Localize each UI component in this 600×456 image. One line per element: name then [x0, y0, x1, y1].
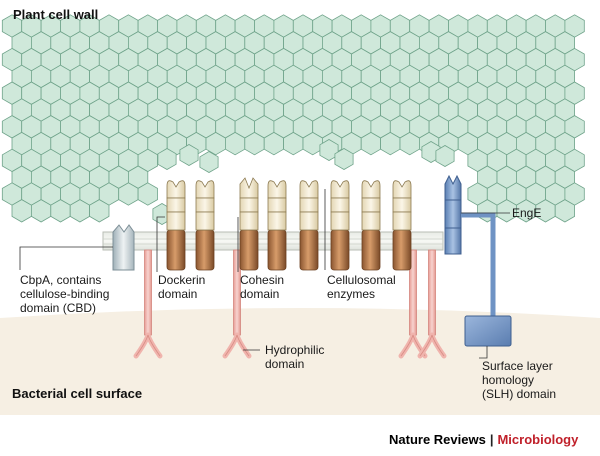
cohesin: [195, 229, 215, 271]
hydrophilic-anchors: [133, 249, 447, 359]
loose-cellulose-hexagon: [179, 144, 199, 166]
cohesin: [361, 229, 381, 271]
hydrophilic-domain: [133, 249, 163, 359]
loose-cellulose-hexagon: [435, 145, 455, 167]
cellulosomal-enzyme: [330, 180, 350, 231]
loose-cellulose-hexagon: [157, 148, 177, 170]
hydrophilic-label: Hydrophilic domain: [265, 343, 325, 371]
journal-section: Microbiology: [497, 432, 579, 447]
loose-cellulose-hexagon: [319, 139, 339, 161]
credit-separator: |: [489, 432, 494, 447]
cellulosomal-enzymes-label: Cellulosomal enzymes: [327, 273, 396, 301]
cellulosomal-enzyme: [239, 177, 259, 231]
cohesin: [166, 229, 186, 271]
cellulose-hexagon: [554, 199, 575, 223]
cellulosomal-enzyme: [267, 180, 287, 231]
slh-domain: [464, 315, 512, 347]
cbpa-cbd: [112, 224, 135, 271]
slh-label: Surface layer homology (SLH) domain: [482, 359, 557, 401]
hydrophilic-domain: [417, 249, 447, 359]
cellulosomal-enzymes: [166, 177, 412, 231]
hydrophilic-domain: [222, 249, 252, 359]
cellulose-hexagon: [89, 199, 110, 223]
bacterial-cell-surface-title: Bacterial cell surface: [12, 386, 143, 401]
cohesin: [330, 229, 350, 271]
cohesin: [299, 229, 319, 271]
plant-cell-wall-title: Plant cell wall: [13, 7, 99, 22]
cohesin: [392, 229, 412, 271]
cellulosomal-enzyme: [361, 180, 381, 231]
cellulosomal-enzyme: [166, 180, 186, 231]
loose-cellulose-hexagon: [199, 151, 219, 173]
dockerin-label: Dockerin domain: [158, 273, 206, 301]
cellulosomal-enzyme: [299, 180, 319, 231]
plant-cell-wall-lattice: [1, 14, 585, 223]
journal-name: Nature Reviews: [389, 432, 486, 447]
cohesin-domains: [166, 229, 412, 271]
leader-lines: [19, 189, 510, 359]
loose-cellulose-hexagon: [334, 148, 354, 170]
cellulosomal-enzyme: [195, 180, 215, 231]
cohesin-label: Cohesin domain: [240, 273, 285, 301]
enge-label: EngE: [512, 206, 542, 220]
cohesin: [239, 229, 259, 271]
cellulosomal-enzyme: [392, 180, 412, 231]
enge-complex: [444, 174, 512, 347]
journal-credit: Nature Reviews|Microbiology: [389, 432, 578, 447]
cohesin: [267, 229, 287, 271]
cellulose-hexagon: [137, 182, 158, 206]
released-cellulose-fragments: [152, 139, 455, 225]
cbpa-label: CbpA, contains cellulose-binding domain …: [20, 273, 110, 315]
